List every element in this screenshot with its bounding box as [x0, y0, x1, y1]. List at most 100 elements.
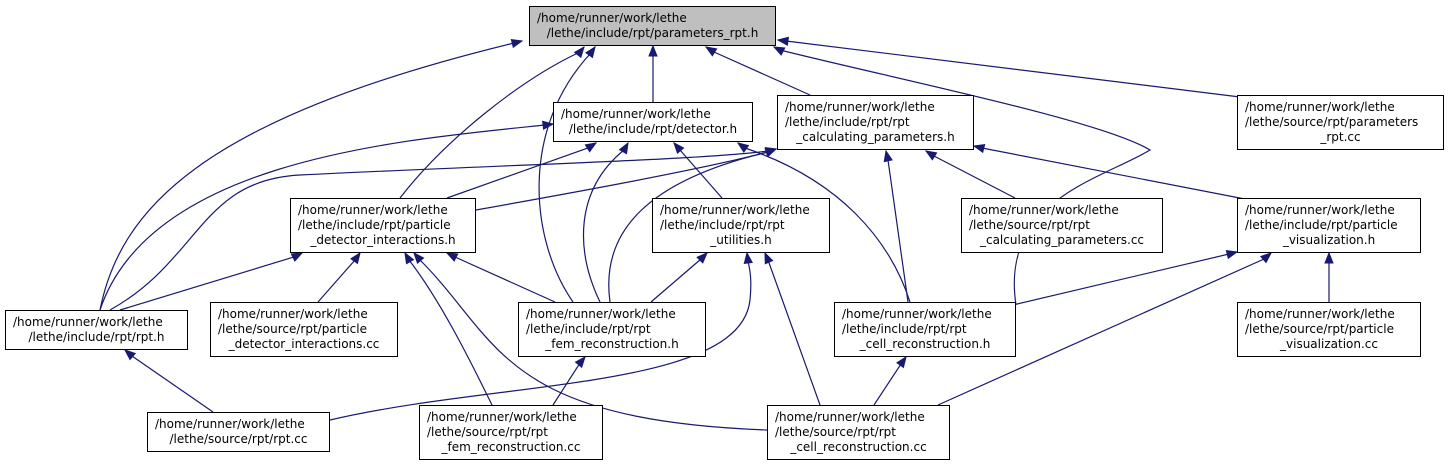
- edge-line: [99, 40, 523, 311]
- edge-rpt_fem_reconstruction_h-to-detector_h: [582, 141, 629, 303]
- edge-arrowhead: [704, 46, 718, 57]
- edge-line: [764, 252, 821, 406]
- node-rpt-h[interactable]: /home/runner/work/lethe /lethe/include/r…: [5, 310, 188, 350]
- edge-line: [582, 142, 629, 303]
- node-rpt-cell-reconstruction-h[interactable]: /home/runner/work/lethe /lethe/include/r…: [834, 302, 1016, 357]
- edge-arrowhead: [573, 45, 585, 59]
- node-line: /lethe/include/rpt/parameters_rpt.h: [546, 26, 759, 40]
- node-line: /lethe/include/rpt/particle: [1245, 218, 1398, 232]
- edge-detector_h-to-parameters_rpt_h: [648, 44, 658, 102]
- node-parameters-rpt-cc[interactable]: /home/runner/work/lethe /lethe/source/rp…: [1237, 95, 1444, 150]
- edge-rpt_cell_reconstruction_cc-to-particle_visualization_h: [937, 252, 1273, 406]
- edge-arrowhead: [618, 141, 629, 155]
- node-particle-visualization-h[interactable]: /home/runner/work/lethe /lethe/include/r…: [1237, 198, 1421, 253]
- node-line: _cell_reconstruction.h: [859, 337, 991, 351]
- edge-arrowhead: [585, 45, 596, 59]
- edge-rpt_fem_reconstruction_cc-to-particle_detector_interactions_h: [404, 251, 493, 406]
- node-rpt-calculating-parameters-cc[interactable]: /home/runner/work/lethe /lethe/source/rp…: [961, 198, 1163, 253]
- edge-rpt_fem_reconstruction_h-to-rpt_utilities_h: [650, 252, 708, 303]
- edge-line: [673, 142, 723, 199]
- edge-arrowhead: [673, 141, 685, 155]
- edge-line: [608, 148, 777, 303]
- node-detector-h[interactable]: /home/runner/work/lethe /lethe/include/r…: [553, 102, 753, 142]
- edge-line: [737, 142, 911, 303]
- edge-arrowhead: [883, 149, 893, 163]
- node-line: _visualization.cc: [1280, 337, 1378, 351]
- node-line: /lethe/include/rpt/particle: [298, 218, 451, 232]
- edge-arrowhead: [776, 36, 790, 47]
- edge-line: [99, 123, 554, 311]
- edge-rpt_cc-to-rpt_h: [123, 349, 214, 413]
- node-line: /home/runner/work/lethe: [775, 410, 925, 424]
- node-line: /lethe/include/rpt/rpt: [526, 322, 651, 336]
- node-rpt-fem-reconstruction-h[interactable]: /home/runner/work/lethe /lethe/include/r…: [518, 302, 706, 357]
- edge-arrowhead: [123, 349, 137, 361]
- node-line: /lethe/include/rpt/detector.h: [568, 122, 738, 136]
- edge-arrowhead: [648, 44, 658, 57]
- node-line: /home/runner/work/lethe: [427, 410, 577, 424]
- edge-rpt_fem_reconstruction_h-to-parameters_rpt_h: [538, 45, 596, 303]
- node-particle-visualization-cc[interactable]: /home/runner/work/lethe /lethe/source/rp…: [1237, 302, 1421, 357]
- node-line: /lethe/source/rpt/particle: [218, 322, 367, 336]
- node-line: /lethe/source/rpt/rpt.cc: [169, 432, 308, 446]
- node-line: _fem_reconstruction.h: [545, 337, 679, 351]
- node-line: /home/runner/work/lethe: [218, 307, 368, 321]
- node-line: _detector_interactions.h: [310, 233, 456, 247]
- edge-arrowhead: [1225, 249, 1239, 260]
- node-line: _detector_interactions.cc: [228, 337, 380, 351]
- edge-rpt_fem_reconstruction_h-to-rpt_calculating_parameters_h: [608, 148, 778, 303]
- node-line: _utilities.h: [710, 233, 772, 247]
- node-rpt-cell-reconstruction-cc[interactable]: /home/runner/work/lethe /lethe/source/rp…: [767, 405, 950, 460]
- edge-arrowhead: [896, 355, 907, 369]
- node-line: /lethe/source/rpt/rpt: [775, 425, 896, 439]
- node-line: /lethe/source/rpt/rpt: [427, 425, 548, 439]
- edge-line: [1012, 251, 1238, 306]
- node-line: /lethe/source/rpt/parameters: [1245, 115, 1419, 129]
- edge-rpt_cell_reconstruction_h-to-detector_h: [736, 142, 911, 303]
- edge-particle_visualization_cc-to-particle_visualization_h: [1324, 251, 1334, 302]
- node-line: /lethe/include/rpt/rpt: [842, 322, 967, 336]
- edge-particle_visualization_h-to-rpt_calculating_parameters_h: [972, 143, 1251, 201]
- edge-line: [446, 142, 597, 199]
- edge-line: [109, 148, 777, 311]
- edge-rpt_calculating_parameters_h-to-parameters_rpt_h: [704, 46, 811, 96]
- edge-line: [773, 46, 1152, 306]
- node-rpt-cc[interactable]: /home/runner/work/lethe /lethe/source/rp…: [147, 412, 330, 452]
- edge-rpt_h-to-detector_h: [99, 120, 555, 311]
- edge-line: [399, 46, 585, 199]
- node-line: _visualization.h: [1282, 233, 1376, 247]
- edge-arrowhead: [924, 150, 938, 161]
- edge-particle_detector_interactions_cc-to-particle_detector_interactions_h: [317, 251, 361, 303]
- edge-rpt_utilities_h-to-detector_h: [673, 141, 723, 199]
- node-line: /home/runner/work/lethe: [1245, 100, 1395, 114]
- edge-line: [404, 252, 493, 406]
- edge-arrowhead: [445, 252, 459, 262]
- node-rpt-utilities-h[interactable]: /home/runner/work/lethe /lethe/include/r…: [652, 198, 830, 253]
- node-rpt-fem-reconstruction-cc[interactable]: /home/runner/work/lethe /lethe/source/rp…: [419, 405, 603, 460]
- node-particle-detector-interactions-h[interactable]: /home/runner/work/lethe /lethe/include/r…: [290, 198, 476, 253]
- edge-arrowhead: [764, 148, 778, 158]
- edge-arrowhead: [404, 251, 415, 265]
- edge-arrowhead: [772, 46, 786, 56]
- edge-rpt_cell_reconstruction_cc-to-particle_detector_interactions_h: [413, 251, 768, 431]
- edge-arrowhead: [541, 120, 555, 131]
- node-line: /home/runner/work/lethe: [1245, 203, 1395, 217]
- edge-arrowhead: [972, 143, 986, 154]
- edge-rpt_h-to-parameters_rpt_h: [99, 38, 524, 311]
- node-rpt-calculating-parameters-h[interactable]: /home/runner/work/lethe /lethe/include/r…: [777, 95, 974, 150]
- node-line: _calculating_parameters.cc: [979, 233, 1145, 247]
- node-line: /home/runner/work/lethe: [298, 203, 448, 217]
- edge-line: [446, 252, 556, 303]
- edge-arrowhead: [584, 142, 598, 153]
- node-parameters-rpt-h[interactable]: /home/runner/work/lethe /lethe/include/r…: [529, 6, 776, 46]
- edge-arrowhead: [1259, 252, 1273, 264]
- edge-rpt_fem_reconstruction_cc-to-rpt_fem_reconstruction_h: [552, 355, 586, 406]
- edge-arrowhead: [510, 38, 524, 49]
- edge-rpt_h-to-particle_detector_interactions_h: [119, 252, 304, 311]
- edge-rpt_calculating_parameters_cc-to-rpt_calculating_parameters_h: [924, 150, 1016, 199]
- edge-rpt_fem_reconstruction_h-to-particle_detector_interactions_h: [445, 252, 556, 303]
- edge-arrowhead: [1324, 251, 1334, 264]
- node-particle-detector-interactions-cc[interactable]: /home/runner/work/lethe /lethe/source/rp…: [210, 302, 398, 357]
- edge-arrowhead: [290, 252, 304, 262]
- node-line: /home/runner/work/lethe: [842, 307, 992, 321]
